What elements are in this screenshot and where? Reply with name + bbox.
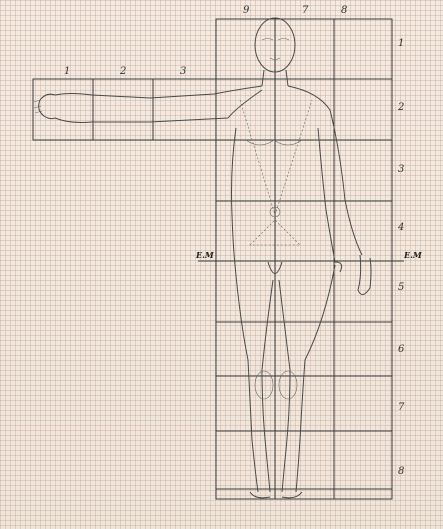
arm-label-1: 1 bbox=[64, 66, 70, 77]
row-label-6: 6 bbox=[398, 344, 405, 355]
row-label-1: 1 bbox=[398, 38, 404, 49]
column-label-1: 9 bbox=[243, 5, 250, 16]
arm-label-3: 3 bbox=[180, 66, 186, 77]
row-label-7: 7 bbox=[398, 402, 405, 413]
arm-labels: 1 2 3 bbox=[64, 66, 186, 77]
arm-label-2: 2 bbox=[119, 66, 126, 77]
row-label-5: 5 bbox=[398, 282, 404, 293]
column-label-2: 7 bbox=[302, 5, 309, 16]
arm-grid bbox=[33, 79, 216, 140]
row-label-2: 2 bbox=[397, 102, 404, 113]
column-labels: 9 7 8 bbox=[243, 5, 347, 16]
row-label-8: 8 bbox=[398, 466, 404, 477]
row-label-4: 4 bbox=[397, 222, 404, 233]
column-label-3: 8 bbox=[341, 5, 347, 16]
midline-label-right: E.M bbox=[403, 250, 423, 260]
row-label-3: 3 bbox=[398, 164, 404, 175]
midline-label-left: E.M bbox=[195, 250, 215, 260]
